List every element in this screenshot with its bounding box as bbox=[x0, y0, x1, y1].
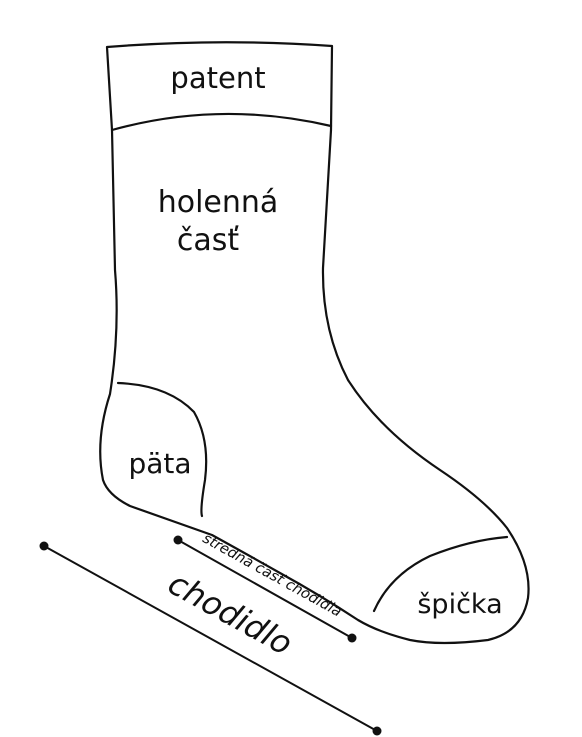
sock-outline bbox=[100, 42, 528, 643]
toe-label: špička bbox=[417, 589, 502, 620]
sole-start-dot bbox=[40, 542, 49, 551]
mid-sole-start-dot bbox=[174, 536, 183, 545]
cuff-label: patent bbox=[170, 61, 265, 95]
heel-label: päta bbox=[128, 447, 191, 480]
mid-sole-end-dot bbox=[348, 634, 357, 643]
leg-label-line1: holenná bbox=[158, 185, 279, 220]
leg-label-line2: časť bbox=[177, 223, 240, 258]
sole-end-dot bbox=[373, 727, 382, 736]
